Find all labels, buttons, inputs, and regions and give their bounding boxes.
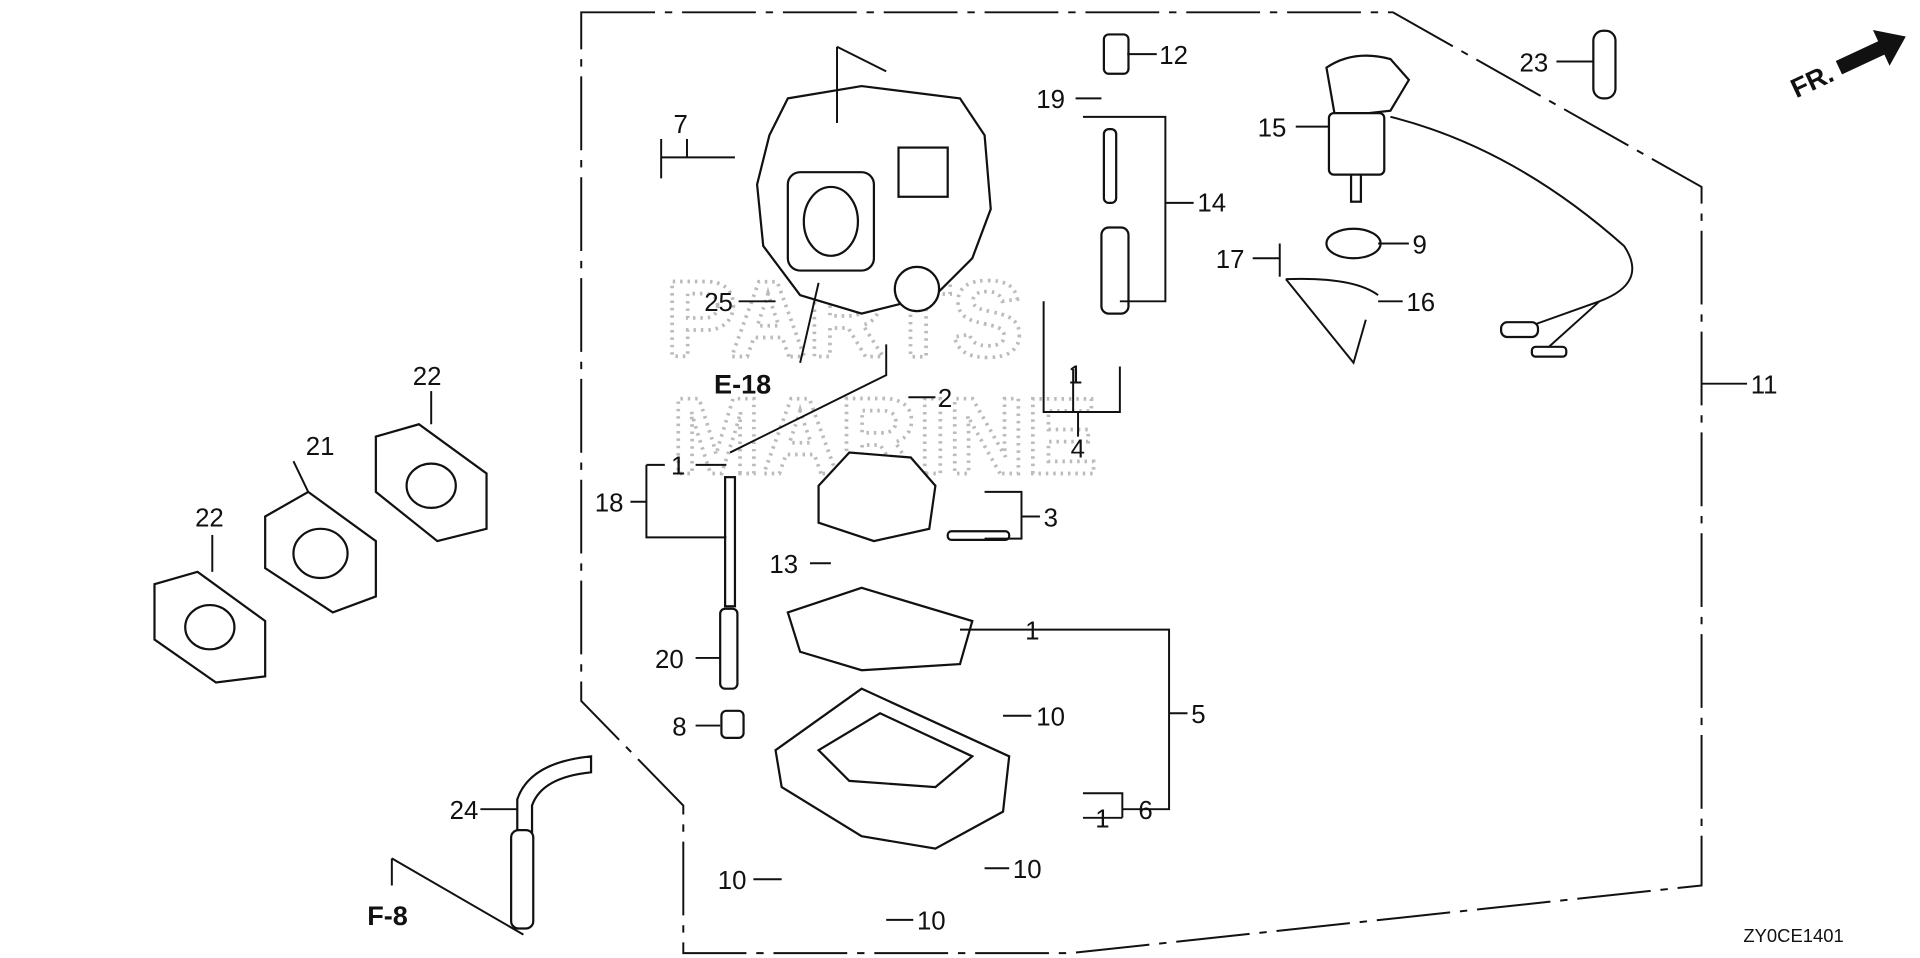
- callout-5: 5: [1191, 701, 1205, 729]
- callout-25: 25: [704, 289, 733, 317]
- callout-13: 13: [769, 551, 798, 579]
- diagram-code: ZY0CE1401: [1743, 925, 1843, 946]
- callout-11: 11: [1751, 372, 1778, 400]
- assembly-boundary: [580, 11, 1703, 955]
- callout-10-left: 10: [718, 867, 747, 895]
- leader-lines: [211, 53, 1594, 936]
- callout-15: 15: [1258, 115, 1287, 143]
- callout-17: 17: [1216, 246, 1245, 274]
- float-chamber: [774, 586, 1011, 850]
- callout-4: 4: [1071, 435, 1085, 463]
- front-direction-arrow: FR.: [1786, 30, 1906, 104]
- reference-f8[interactable]: F-8: [367, 901, 408, 931]
- callout-1-screw: 1: [1095, 806, 1109, 834]
- callout-18: 18: [595, 490, 624, 518]
- callout-9: 9: [1413, 231, 1427, 259]
- float: [817, 451, 937, 543]
- callout-10-right: 10: [1013, 856, 1042, 884]
- callout-2: 2: [938, 385, 952, 413]
- callout-22-upper: 22: [413, 363, 442, 391]
- callout-21: 21: [306, 433, 335, 461]
- callout-20: 20: [655, 646, 684, 674]
- callout-14: 14: [1197, 190, 1226, 218]
- callout-1-jet: 1: [1068, 362, 1082, 390]
- reference-e18[interactable]: E-18: [714, 370, 771, 400]
- callouts: 7 12 19 14 9 17 16 15 23 11 25 E-18 2 1 …: [195, 42, 1777, 936]
- callout-24: 24: [450, 797, 479, 825]
- callout-23: 23: [1520, 49, 1549, 77]
- svg-text:FR.: FR.: [1786, 58, 1838, 104]
- callout-7: 7: [673, 111, 687, 139]
- solenoid: [1325, 54, 1634, 358]
- callout-6: 6: [1138, 797, 1152, 825]
- callout-3: 3: [1044, 504, 1058, 532]
- callout-22-lower: 22: [195, 504, 224, 532]
- callout-10-bottom: 10: [917, 908, 946, 936]
- callout-8: 8: [672, 713, 686, 741]
- carburetor-body: [755, 84, 992, 315]
- callout-1-washer: 1: [671, 453, 685, 481]
- callout-16: 16: [1406, 289, 1435, 317]
- callout-1-gasket: 1: [1025, 617, 1039, 645]
- callout-19: 19: [1036, 86, 1065, 114]
- callout-10-upper: 10: [1036, 704, 1065, 732]
- callout-12: 12: [1159, 42, 1188, 70]
